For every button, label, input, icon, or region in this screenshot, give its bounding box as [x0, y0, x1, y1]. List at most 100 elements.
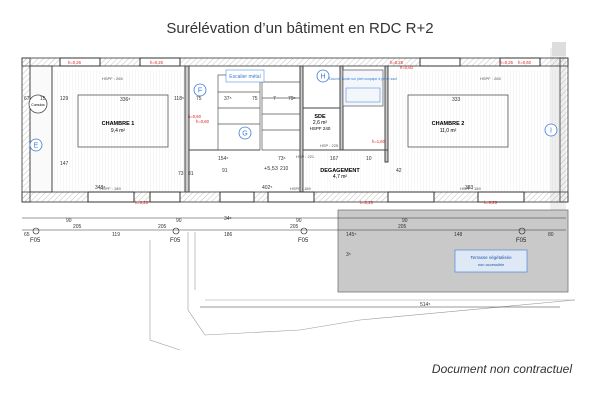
svg-text:67: 67 — [24, 96, 30, 102]
svg-text:167: 167 — [330, 156, 339, 162]
marker-g: G — [238, 126, 252, 140]
svg-text:91: 91 — [222, 168, 228, 174]
svg-text:HSP : 221: HSP : 221 — [296, 154, 315, 159]
svg-text:73⁵: 73⁵ — [278, 156, 286, 162]
svg-text:G: G — [242, 131, 247, 138]
svg-text:42: 42 — [396, 168, 402, 174]
bed-chambre-1 — [77, 94, 169, 148]
svg-text:F05: F05 — [516, 238, 527, 244]
svg-text:h=0,25: h=0,25 — [390, 60, 404, 65]
svg-text:118⁵: 118⁵ — [174, 96, 184, 102]
svg-text:205: 205 — [290, 224, 299, 230]
dimension-lines — [22, 217, 566, 308]
svg-text:h=0,25: h=0,25 — [500, 60, 514, 65]
page-title: Surélévation d’un bâtiment en RDC R+2 — [166, 20, 434, 37]
sde-area: 2,6 m² — [313, 120, 328, 126]
svg-text:186: 186 — [224, 232, 233, 238]
svg-text:F05: F05 — [170, 238, 181, 244]
chambre-1-area: 9,4 m² — [111, 128, 126, 134]
svg-text:7: 7 — [273, 96, 276, 102]
svg-text:210: 210 — [280, 166, 289, 172]
bed-chambre-2 — [407, 94, 509, 148]
level-marks: h=0,26 h=0,26 h=0,25 h=0,60 h=0,25 h=0,6… — [68, 60, 532, 205]
svg-text:119: 119 — [112, 232, 120, 238]
escalier-label: Escalier métal — [229, 74, 260, 80]
sde-name: SDE — [314, 114, 326, 120]
cumulus-tank — [28, 94, 48, 114]
svg-text:h=0,60: h=0,60 — [400, 65, 414, 70]
svg-text:HSPF : 189: HSPF : 189 — [290, 186, 311, 191]
svg-text:205: 205 — [398, 224, 407, 230]
svg-text:90: 90 — [176, 218, 182, 224]
svg-text:79⁵: 79⁵ — [288, 96, 296, 102]
svg-text:205: 205 — [158, 224, 167, 230]
svg-text:129: 129 — [60, 96, 69, 102]
svg-text:75: 75 — [252, 96, 258, 102]
degagement-name: DEGAGEMENT — [320, 168, 360, 174]
svg-text:402⁵: 402⁵ — [262, 185, 272, 191]
shower-label: Douche Bodin sur pied soupape à pente sa… — [329, 77, 397, 81]
svg-text:HSPF : 265: HSPF : 265 — [480, 76, 501, 81]
svg-text:90: 90 — [66, 218, 72, 224]
svg-text:h=0,25: h=0,25 — [360, 200, 374, 205]
svg-text:34⁵: 34⁵ — [224, 216, 232, 222]
svg-text:h=0,26: h=0,26 — [68, 60, 82, 65]
windows — [87, 191, 525, 203]
svg-text:h=0,25: h=0,25 — [484, 200, 498, 205]
svg-text:I: I — [550, 128, 552, 135]
height-labels: HSPF : 265 HSPF : 265 HSPF : 189 HSPF : … — [100, 76, 501, 191]
svg-text:F05: F05 — [298, 238, 309, 244]
dimension-values: 336⁵ 333 348⁵ 383 402⁵ 67 15 129 118⁵ 75… — [24, 96, 554, 308]
terrace — [337, 209, 569, 293]
terrace-note: non accessible — [478, 262, 505, 267]
svg-text:147: 147 — [60, 161, 69, 167]
svg-text:h=0,26: h=0,26 — [150, 60, 164, 65]
svg-text:154⁵: 154⁵ — [218, 156, 228, 162]
svg-text:h=0,60: h=0,60 — [518, 60, 532, 65]
svg-text:81: 81 — [188, 171, 194, 177]
svg-text:65: 65 — [24, 232, 30, 238]
svg-text:E: E — [34, 143, 39, 150]
svg-text:HSPF : 189: HSPF : 189 — [460, 186, 481, 191]
svg-text:80: 80 — [548, 232, 554, 238]
svg-text:37⁵: 37⁵ — [224, 96, 232, 102]
cumulus-label: Cumulus — [31, 103, 45, 107]
chambre-2-area: 11,0 m² — [440, 128, 457, 134]
svg-text:90: 90 — [296, 218, 302, 224]
window-tags: F05 F05 F05 F05 — [30, 238, 527, 244]
svg-text:15: 15 — [40, 96, 46, 102]
svg-text:348⁵: 348⁵ — [95, 185, 105, 191]
marker-h: H — [316, 69, 330, 83]
svg-text:F05: F05 — [30, 238, 41, 244]
svg-text:H: H — [320, 74, 325, 81]
chambre-2-name: CHAMBRE 2 — [432, 121, 465, 127]
svg-text:10: 10 — [366, 156, 372, 162]
svg-text:h=0,25: h=0,25 — [135, 200, 149, 205]
terrace-label: Terrasse végétalisée — [470, 255, 512, 260]
room-markers: E F G H I — [29, 69, 558, 152]
svg-text:h=1,60: h=1,60 — [372, 139, 386, 144]
svg-text:h=0,60: h=0,60 — [188, 114, 202, 119]
svg-text:145⁵: 145⁵ — [346, 232, 356, 238]
svg-text:148: 148 — [454, 232, 463, 238]
svg-text:h=0,60: h=0,60 — [196, 119, 210, 124]
footer-note: Document non contractuel — [431, 362, 572, 376]
degagement-area: 4,7 m² — [333, 174, 348, 180]
svg-text:HSPF : 189: HSPF : 189 — [100, 186, 121, 191]
marker-e: E — [29, 138, 43, 152]
chambre-1-name: CHAMBRE 1 — [102, 121, 135, 127]
svg-text:333: 333 — [452, 97, 461, 103]
svg-text:205: 205 — [73, 224, 82, 230]
svg-text:75: 75 — [196, 96, 202, 102]
marker-i: I — [544, 123, 558, 137]
svg-text:HSP : 225: HSP : 225 — [320, 143, 339, 148]
svg-text:336⁵: 336⁵ — [120, 97, 130, 103]
svg-text:3⁵: 3⁵ — [346, 252, 351, 258]
marker-f: F — [193, 83, 207, 97]
svg-text:F: F — [198, 88, 202, 95]
svg-text:514⁵: 514⁵ — [420, 302, 430, 308]
stair-level: +5,53 — [264, 166, 278, 172]
svg-text:HSPF : 265: HSPF : 265 — [102, 76, 123, 81]
lower-outline — [149, 232, 576, 351]
